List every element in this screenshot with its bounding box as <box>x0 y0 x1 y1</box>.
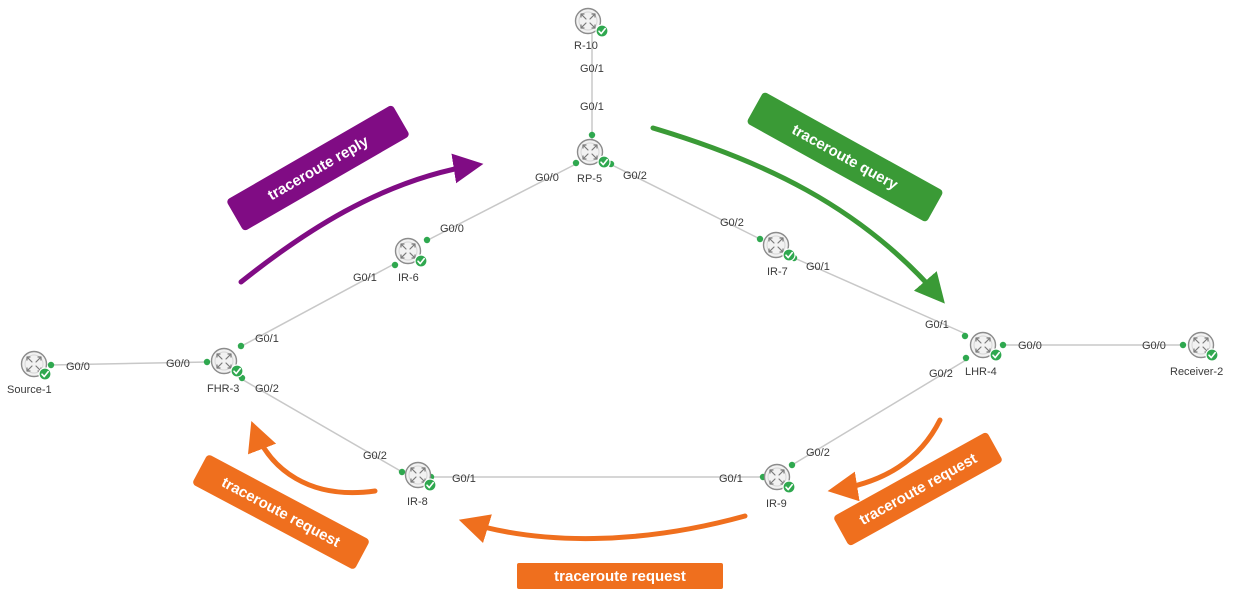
port-label: G0/1 <box>806 261 830 273</box>
port-label: G0/2 <box>363 450 387 462</box>
router-rp5[interactable]: RP-5 <box>576 138 611 186</box>
request-arrow-right <box>827 417 943 502</box>
tag-label: traceroute request <box>857 450 980 529</box>
port-label: G0/2 <box>929 368 953 380</box>
node-label: LHR-4 <box>965 366 997 378</box>
port-label: G0/2 <box>623 170 647 182</box>
node-label: FHR-3 <box>207 383 239 395</box>
port-label: G0/0 <box>1018 340 1042 352</box>
node-label: IR-9 <box>766 498 787 510</box>
check-icon <box>782 480 796 494</box>
router-ir6[interactable]: IR-6 <box>394 237 428 285</box>
port-label: G0/2 <box>255 383 279 395</box>
router-ir7[interactable]: IR-7 <box>762 231 796 279</box>
check-icon <box>595 24 609 38</box>
tag-label: traceroute request <box>554 568 686 585</box>
tag-traceroute-reply: traceroute reply <box>227 105 409 231</box>
link-ir9-lhr4 <box>791 359 967 466</box>
link-fhr3-ir8 <box>237 376 405 474</box>
port-label: G0/1 <box>925 319 949 331</box>
request-arrow-left <box>248 420 378 495</box>
router-lhr4[interactable]: LHR-4 <box>965 331 1003 379</box>
node-label: R-10 <box>574 40 598 52</box>
router-receiver2[interactable]: Receiver-2 <box>1170 331 1223 379</box>
port-label: G0/0 <box>66 361 90 373</box>
node-label: IR-8 <box>407 496 428 508</box>
tag-label: traceroute query <box>789 121 901 194</box>
tag-traceroute-query: traceroute query <box>747 92 943 222</box>
port-labels: G0/1 G0/1 G0/0 G0/2 G0/0 G0/1 G0/2 G0/1 … <box>66 63 1166 485</box>
node-label: RP-5 <box>577 173 602 185</box>
check-icon <box>597 155 611 169</box>
link-source-fhr3 <box>49 361 209 366</box>
router-source1[interactable]: Source-1 <box>7 350 52 397</box>
port-label: G0/2 <box>806 447 830 459</box>
link-ir6-fhr3 <box>237 262 397 349</box>
check-icon <box>1205 348 1219 362</box>
tag-traceroute-request-bottom: traceroute request <box>517 563 723 589</box>
port-dots <box>47 131 1187 481</box>
router-ir8[interactable]: IR-8 <box>404 461 437 509</box>
port-label: G0/0 <box>1142 340 1166 352</box>
links <box>49 34 1185 478</box>
port-label: G0/1 <box>255 333 279 345</box>
port-label: G0/1 <box>719 473 743 485</box>
node-label: Source-1 <box>7 384 52 396</box>
node-label: IR-7 <box>767 266 788 278</box>
link-rp5-ir7 <box>611 164 763 241</box>
check-icon <box>782 248 796 262</box>
tag-label: traceroute reply <box>265 132 372 204</box>
check-icon <box>414 254 428 268</box>
node-label: IR-6 <box>398 272 419 284</box>
node-label: Receiver-2 <box>1170 366 1223 378</box>
router-r10[interactable]: R-10 <box>574 7 609 53</box>
link-ir7-lhr4 <box>791 256 967 335</box>
router-fhr3[interactable]: FHR-3 <box>207 347 244 396</box>
port-label: G0/1 <box>580 63 604 75</box>
link-rp5-ir6 <box>425 164 575 242</box>
router-ir9[interactable]: IR-9 <box>763 463 796 511</box>
port-label: G0/0 <box>166 358 190 370</box>
tag-label: traceroute request <box>219 474 343 551</box>
check-icon <box>230 364 244 378</box>
reply-arrow <box>238 153 484 285</box>
port-label: G0/1 <box>452 473 476 485</box>
check-icon <box>989 348 1003 362</box>
port-label: G0/2 <box>720 217 744 229</box>
query-arrow <box>650 125 945 304</box>
port-label: G0/1 <box>580 101 604 113</box>
port-label: G0/0 <box>440 223 464 235</box>
check-icon <box>38 367 52 381</box>
port-label: G0/1 <box>353 272 377 284</box>
request-arrow-bottom <box>458 513 748 543</box>
port-label: G0/0 <box>535 172 559 184</box>
tag-traceroute-request-left: traceroute request <box>193 455 369 569</box>
check-icon <box>423 478 437 492</box>
